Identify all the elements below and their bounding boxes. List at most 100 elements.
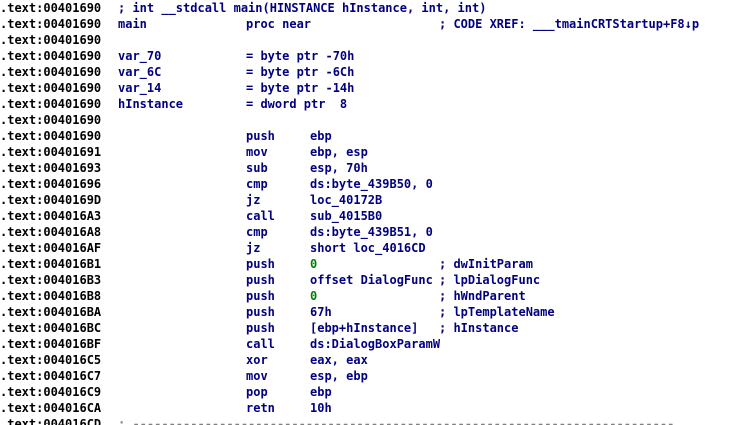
listing-line[interactable]: .text:0040169D jz loc_40172B: [0, 192, 741, 208]
listing-line[interactable]: .text:00401690 var_14 = byte ptr -14h: [0, 80, 741, 96]
proc-directive: proc near: [246, 17, 312, 31]
listing-line[interactable]: .text:004016A3 call sub_4015B0: [0, 208, 741, 224]
line-address: .text:004016CD: [0, 417, 102, 425]
listing-line[interactable]: .text:004016B3 push offset DialogFunc ; …: [0, 272, 741, 288]
line-address: .text:00401690: [0, 81, 102, 95]
instruction-operand[interactable]: ds:byte_439B51, 0: [310, 225, 433, 239]
instruction-mnemonic: mov: [246, 369, 268, 383]
line-address: .text:004016C9: [0, 385, 102, 399]
instruction-operand[interactable]: [ebp+hInstance]: [310, 321, 419, 335]
listing-line[interactable]: .text:004016BF call ds:DialogBoxParamW: [0, 336, 741, 352]
instruction-operand[interactable]: 0: [310, 289, 318, 303]
stack-var-label[interactable]: var_6C: [118, 65, 162, 79]
instruction-mnemonic: push: [246, 321, 275, 335]
instruction-operand[interactable]: 10h: [310, 401, 332, 415]
instruction-operand[interactable]: 67h: [310, 305, 332, 319]
line-address: .text:004016A8: [0, 225, 102, 239]
argument-comment: ; lpTemplateName: [439, 305, 555, 319]
listing-line[interactable]: .text:00401690 ; int __stdcall main(HINS…: [0, 0, 741, 16]
instruction-mnemonic: call: [246, 337, 275, 351]
stack-var-definition: = byte ptr -14h: [246, 81, 355, 95]
instruction-mnemonic: push: [246, 257, 275, 271]
listing-line[interactable]: .text:00401690 hInstance = dword ptr 8: [0, 96, 741, 112]
instruction-mnemonic: sub: [246, 161, 268, 175]
line-address: .text:00401690: [0, 1, 102, 15]
listing-line[interactable]: .text:004016B8 push 0 ; hWndParent: [0, 288, 741, 304]
instruction-operand[interactable]: ebp: [310, 129, 332, 143]
listing-line[interactable]: .text:00401690 var_70 = byte ptr -70h: [0, 48, 741, 64]
instruction-mnemonic: cmp: [246, 225, 268, 239]
line-address: .text:004016BA: [0, 305, 102, 319]
instruction-operand[interactable]: eax, eax: [310, 353, 368, 367]
line-address: .text:004016B8: [0, 289, 102, 303]
stack-var-definition: = dword ptr 8: [246, 97, 348, 111]
instruction-mnemonic: jz: [246, 193, 261, 207]
instruction-mnemonic: push: [246, 273, 275, 287]
line-address: .text:00401696: [0, 177, 102, 191]
listing-line[interactable]: .text:00401690: [0, 32, 741, 48]
function-signature-comment: ; int __stdcall main(HINSTANCE hInstance…: [118, 1, 487, 15]
stack-var-definition: = byte ptr -70h: [246, 49, 355, 63]
listing-line[interactable]: .text:004016CA retn 10h: [0, 400, 741, 416]
listing-line[interactable]: .text:00401696 cmp ds:byte_439B50, 0: [0, 176, 741, 192]
argument-comment: ; dwInitParam: [439, 257, 533, 271]
instruction-operand[interactable]: ebp: [310, 385, 332, 399]
line-address: .text:004016CA: [0, 401, 102, 415]
line-address: .text:004016B1: [0, 257, 102, 271]
stack-var-label[interactable]: var_70: [118, 49, 162, 63]
line-address: .text:004016BF: [0, 337, 102, 351]
listing-line[interactable]: .text:00401690 main proc near ; CODE XRE…: [0, 16, 741, 32]
listing-line[interactable]: .text:004016AF jz short loc_4016CD: [0, 240, 741, 256]
instruction-operand[interactable]: ebp, esp: [310, 145, 368, 159]
argument-comment: ; hWndParent: [439, 289, 526, 303]
instruction-operand[interactable]: ds:DialogBoxParamW: [310, 337, 441, 351]
line-address: .text:00401690: [0, 49, 102, 63]
listing-line[interactable]: .text:004016B1 push 0 ; dwInitParam: [0, 256, 741, 272]
instruction-mnemonic: jz: [246, 241, 261, 255]
instruction-operand[interactable]: short loc_4016CD: [310, 241, 426, 255]
listing-line[interactable]: .text:00401690 push ebp: [0, 128, 741, 144]
line-address: .text:0040169D: [0, 193, 102, 207]
listing-line[interactable]: .text:004016BC push [ebp+hInstance] ; hI…: [0, 320, 741, 336]
instruction-mnemonic: call: [246, 209, 275, 223]
separator-line: ; --------------------------------------…: [118, 417, 675, 425]
line-address: .text:004016A3: [0, 209, 102, 223]
listing-line[interactable]: .text:004016A8 cmp ds:byte_439B51, 0: [0, 224, 741, 240]
listing-line[interactable]: .text:00401693 sub esp, 70h: [0, 160, 741, 176]
instruction-operand[interactable]: 0: [310, 257, 318, 271]
listing-line[interactable]: .text:00401690 var_6C = byte ptr -6Ch: [0, 64, 741, 80]
listing-line[interactable]: .text:004016C9 pop ebp: [0, 384, 741, 400]
listing-line[interactable]: .text:004016C5 xor eax, eax: [0, 352, 741, 368]
instruction-mnemonic: push: [246, 129, 275, 143]
stack-var-label[interactable]: hInstance: [118, 97, 184, 111]
instruction-mnemonic: mov: [246, 145, 268, 159]
xref-comment[interactable]: ; CODE XREF: ___tmainCRTStartup+F8↓p: [439, 17, 700, 31]
instruction-operand[interactable]: loc_40172B: [310, 193, 383, 207]
line-address: .text:00401690: [0, 97, 102, 111]
line-address: .text:00401690: [0, 129, 102, 143]
instruction-mnemonic: cmp: [246, 177, 268, 191]
instruction-operand[interactable]: ds:byte_439B50, 0: [310, 177, 433, 191]
instruction-operand[interactable]: esp, 70h: [310, 161, 368, 175]
instruction-mnemonic: xor: [246, 353, 268, 367]
instruction-operand[interactable]: sub_4015B0: [310, 209, 383, 223]
instruction-mnemonic: push: [246, 289, 275, 303]
line-address: .text:004016BC: [0, 321, 102, 335]
instruction-mnemonic: push: [246, 305, 275, 319]
instruction-operand[interactable]: esp, ebp: [310, 369, 368, 383]
function-name[interactable]: main: [118, 17, 147, 31]
listing-line[interactable]: .text:004016BA push 67h ; lpTemplateName: [0, 304, 741, 320]
listing-line[interactable]: .text:00401691 mov ebp, esp: [0, 144, 741, 160]
stack-var-label[interactable]: var_14: [118, 81, 162, 95]
listing-line[interactable]: .text:004016CD ; -----------------------…: [0, 416, 741, 425]
line-address: .text:00401690: [0, 65, 102, 79]
line-address: .text:004016C7: [0, 369, 102, 383]
instruction-mnemonic: retn: [246, 401, 275, 415]
line-address: .text:00401691: [0, 145, 102, 159]
listing-line[interactable]: .text:004016C7 mov esp, ebp: [0, 368, 741, 384]
listing-line[interactable]: .text:00401690: [0, 112, 741, 128]
instruction-operand[interactable]: offset DialogFunc: [310, 273, 433, 287]
line-address: .text:00401690: [0, 17, 102, 31]
line-address: .text:004016C5: [0, 353, 102, 367]
